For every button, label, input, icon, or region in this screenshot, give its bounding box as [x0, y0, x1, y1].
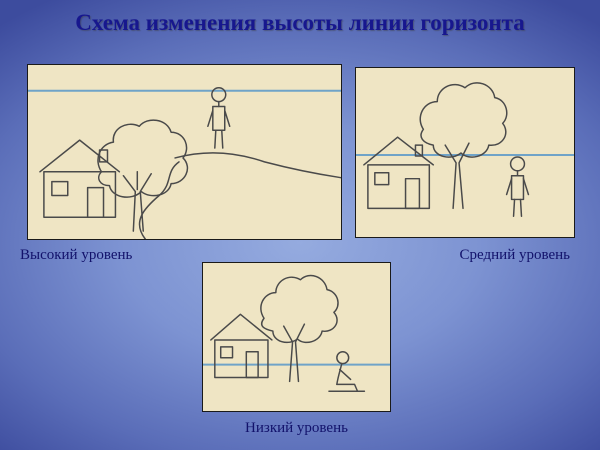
tree-drawing	[260, 274, 339, 383]
tree-drawing	[419, 82, 508, 210]
caption-middle-level: Средний уровень	[459, 247, 570, 263]
person-sitting-drawing	[328, 351, 366, 393]
house-drawing	[363, 136, 435, 210]
hill-path-drawing	[138, 152, 341, 239]
low-horizon-drawing	[203, 274, 390, 393]
house-drawing	[39, 139, 121, 218]
tree-drawing	[97, 119, 189, 232]
house-drawing	[210, 313, 273, 379]
caption-low-level: Низкий уровень	[245, 420, 348, 436]
panel-middle-horizon	[355, 67, 575, 238]
high-horizon-drawing	[28, 86, 341, 239]
middle-horizon-drawing	[356, 82, 574, 217]
person-standing-drawing	[207, 86, 231, 149]
caption-high-level: Высокий уровень	[20, 247, 133, 263]
slide-title: Схема изменения высоты линии горизонта	[75, 10, 525, 35]
panel-low-horizon	[202, 262, 391, 412]
person-standing-drawing	[505, 156, 530, 217]
panel-high-horizon	[27, 64, 342, 240]
